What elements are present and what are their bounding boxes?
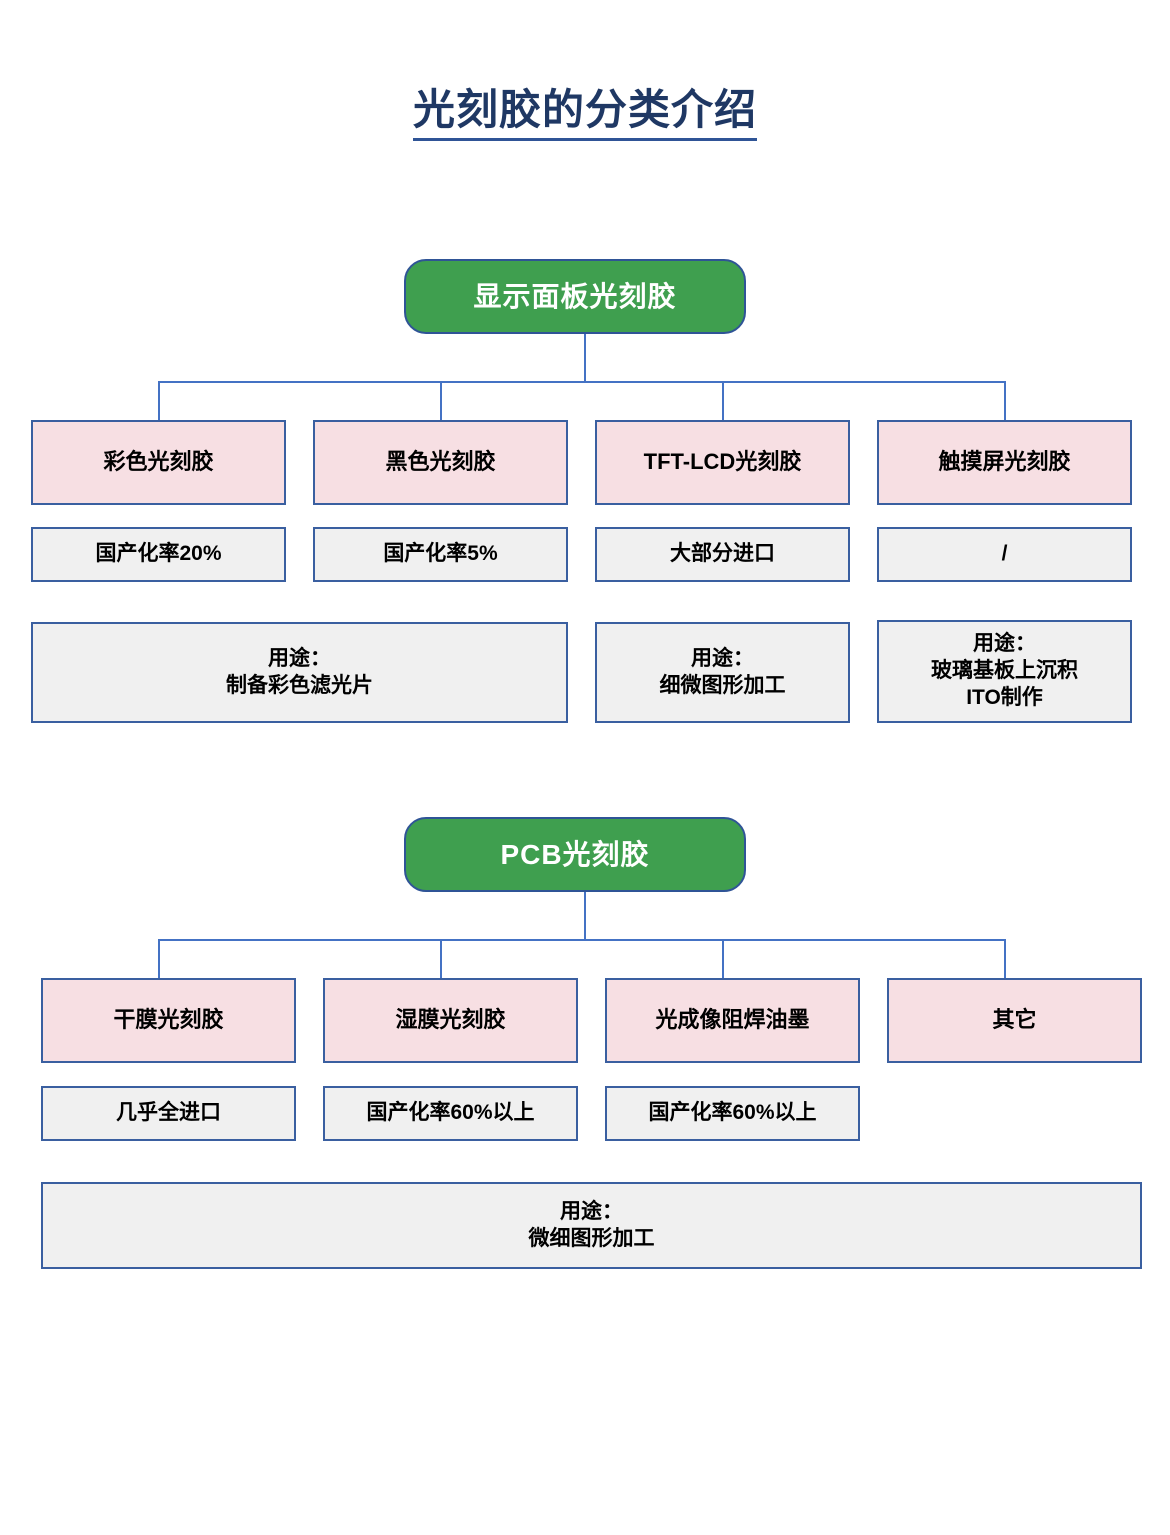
use-label-display-1: 用途： bbox=[268, 646, 331, 670]
connector-drop-display-2 bbox=[440, 381, 442, 420]
localization-label-display-4: / bbox=[1001, 542, 1008, 566]
localization-box-display-2[interactable]: 国产化率5% bbox=[313, 527, 568, 582]
use-label-display-4: 用途： bbox=[973, 632, 1036, 656]
use-label-display-3: 用途： bbox=[691, 646, 754, 670]
localization-label-display-1: 国产化率20% bbox=[95, 542, 222, 566]
localization-box-display-4[interactable]: / bbox=[877, 527, 1132, 582]
page-title: 光刻胶的分类介绍 bbox=[0, 86, 1170, 142]
connector-drop-display-1 bbox=[158, 381, 160, 420]
category-box-display-2[interactable]: 黑色光刻胶 bbox=[313, 420, 568, 505]
category-box-display-4[interactable]: 触摸屏光刻胶 bbox=[877, 420, 1132, 505]
use-line-pcb-shared-0: 微细图形加工 bbox=[528, 1226, 655, 1250]
category-label-pcb-4: 其它 bbox=[992, 1007, 1037, 1033]
category-label-display-1: 彩色光刻胶 bbox=[103, 449, 214, 475]
use-line-display-1-0: 制备彩色滤光片 bbox=[226, 673, 373, 697]
localization-box-display-1[interactable]: 国产化率20% bbox=[31, 527, 286, 582]
use-line-display-3-0: 细微图形加工 bbox=[659, 673, 786, 697]
localization-label-pcb-3: 国产化率60%以上 bbox=[648, 1101, 817, 1125]
category-box-pcb-2[interactable]: 湿膜光刻胶 bbox=[323, 978, 578, 1063]
connector-bus-display-panel bbox=[158, 381, 1006, 383]
category-label-display-4: 触摸屏光刻胶 bbox=[938, 449, 1071, 475]
root-node-pcb-label: PCB光刻胶 bbox=[500, 838, 650, 870]
use-box-pcb-shared[interactable]: 用途： 微细图形加工 bbox=[41, 1182, 1142, 1269]
connector-stem-pcb bbox=[584, 892, 586, 940]
category-box-display-1[interactable]: 彩色光刻胶 bbox=[31, 420, 286, 505]
category-label-pcb-2: 湿膜光刻胶 bbox=[395, 1007, 506, 1033]
use-box-display-1[interactable]: 用途： 制备彩色滤光片 bbox=[31, 622, 568, 723]
connector-drop-pcb-1 bbox=[158, 939, 160, 978]
page-title-text: 光刻胶的分类介绍 bbox=[412, 86, 757, 142]
localization-box-pcb-3[interactable]: 国产化率60%以上 bbox=[605, 1086, 860, 1141]
connector-stem-display-panel bbox=[584, 334, 586, 382]
root-node-display-panel[interactable]: 显示面板光刻胶 bbox=[404, 259, 746, 334]
localization-label-display-2: 国产化率5% bbox=[383, 542, 498, 566]
root-node-pcb[interactable]: PCB光刻胶 bbox=[404, 817, 746, 892]
use-line-display-4-1: ITO制作 bbox=[966, 685, 1043, 709]
use-label-pcb-shared: 用途： bbox=[560, 1199, 623, 1223]
localization-box-pcb-1[interactable]: 几乎全进口 bbox=[41, 1086, 296, 1141]
use-line-display-4-0: 玻璃基板上沉积 bbox=[931, 659, 1078, 683]
localization-label-pcb-1: 几乎全进口 bbox=[116, 1101, 221, 1125]
use-box-display-4[interactable]: 用途： 玻璃基板上沉积 ITO制作 bbox=[877, 620, 1132, 723]
category-box-display-3[interactable]: TFT-LCD光刻胶 bbox=[595, 420, 850, 505]
localization-box-pcb-2[interactable]: 国产化率60%以上 bbox=[323, 1086, 578, 1141]
category-label-display-2: 黑色光刻胶 bbox=[385, 449, 496, 475]
connector-drop-pcb-4 bbox=[1004, 939, 1006, 978]
localization-box-display-3[interactable]: 大部分进口 bbox=[595, 527, 850, 582]
connector-drop-display-3 bbox=[722, 381, 724, 420]
category-box-pcb-1[interactable]: 干膜光刻胶 bbox=[41, 978, 296, 1063]
localization-label-pcb-2: 国产化率60%以上 bbox=[366, 1101, 535, 1125]
localization-label-display-3: 大部分进口 bbox=[670, 542, 775, 566]
category-box-pcb-3[interactable]: 光成像阻焊油墨 bbox=[605, 978, 860, 1063]
category-label-display-3: TFT-LCD光刻胶 bbox=[643, 449, 802, 475]
root-node-display-panel-label: 显示面板光刻胶 bbox=[473, 280, 677, 312]
connector-drop-display-4 bbox=[1004, 381, 1006, 420]
category-label-pcb-1: 干膜光刻胶 bbox=[113, 1007, 224, 1033]
connector-drop-pcb-2 bbox=[440, 939, 442, 978]
connector-bus-pcb bbox=[158, 939, 1006, 941]
use-box-display-3[interactable]: 用途： 细微图形加工 bbox=[595, 622, 850, 723]
category-label-pcb-3: 光成像阻焊油墨 bbox=[655, 1007, 810, 1033]
connector-drop-pcb-3 bbox=[722, 939, 724, 978]
category-box-pcb-4[interactable]: 其它 bbox=[887, 978, 1142, 1063]
